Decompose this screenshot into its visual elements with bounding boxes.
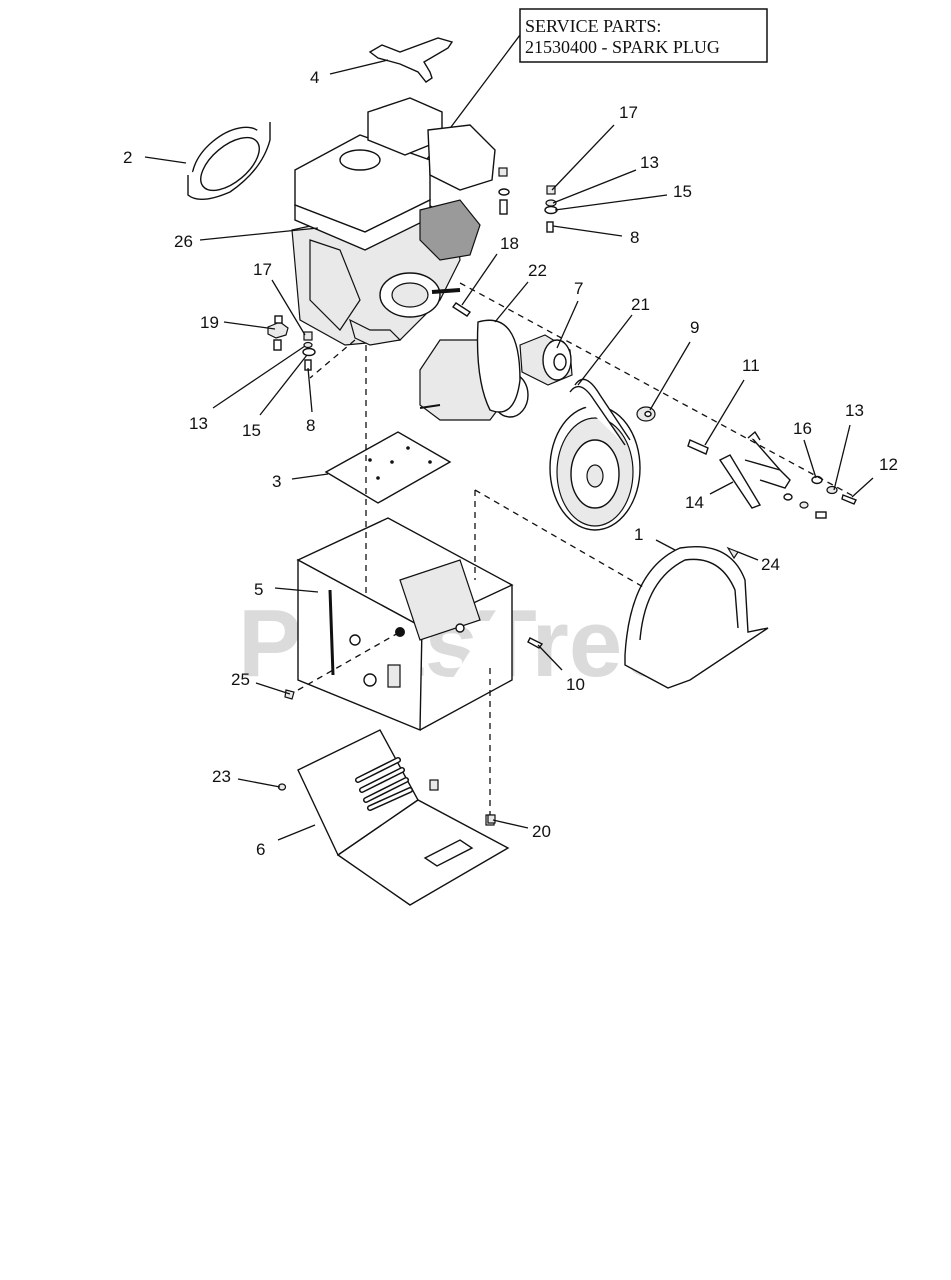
engine-hardware-right [498,167,510,215]
part-4-bracket [368,37,454,83]
callout-12: 12 [879,455,898,474]
callout-11: 11 [742,356,760,375]
callout-3: 3 [272,472,281,491]
part-9-spacer [636,406,656,422]
callout-18: 18 [500,234,519,253]
callout-22: 22 [528,261,547,280]
callout-15-upper: 15 [673,182,692,201]
callout-13-left: 13 [189,414,208,433]
service-parts-spark-plug: 21530400 - SPARK PLUG [525,37,720,57]
part-18-key [451,302,472,317]
callout-8-left: 8 [306,416,315,435]
callout-5: 5 [254,580,263,599]
callout-8-upper: 8 [630,228,639,247]
part-3-plate [324,431,452,504]
assembly-lines [297,282,856,815]
part-1-belt-cover [624,546,769,689]
service-parts-title: SERVICE PARTS: [525,16,661,36]
callout-labels: 4 2 26 17 13 15 8 18 22 7 21 9 11 16 13 … [123,68,898,859]
part-26-engine [291,97,496,346]
callout-9: 9 [690,318,699,337]
callout-4: 4 [310,68,319,87]
callout-21: 21 [631,295,650,314]
callout-25: 25 [231,670,250,689]
part-2-ring [187,122,271,200]
callout-10: 10 [566,675,585,694]
leader-lines [144,59,874,841]
part-11-bolt [687,439,709,455]
callout-13-right: 13 [845,401,864,420]
callout-7: 7 [574,279,583,298]
callout-17-upper: 17 [619,103,638,122]
callout-16: 16 [793,419,812,438]
callout-23: 23 [212,767,231,786]
part-22-transmission-belt [419,319,529,421]
service-parts-box: SERVICE PARTS: 21530400 - SPARK PLUG [414,8,768,176]
hardware-left [267,315,316,371]
hardware-idler [783,475,857,519]
callout-13-upper: 13 [640,153,659,172]
callout-24: 24 [761,555,780,574]
callout-17-left: 17 [253,260,272,279]
part-21-belt-pulley [549,378,641,531]
callout-15-left: 15 [242,421,261,440]
callout-26: 26 [174,232,193,251]
part-5-frame [296,517,514,732]
part-7-pulley [519,334,573,386]
callout-6: 6 [256,840,265,859]
callout-1: 1 [634,525,643,544]
part-14-idler-bracket [718,430,791,509]
hardware-upper-right [544,185,558,233]
callout-2: 2 [123,148,132,167]
callout-14: 14 [685,493,704,512]
part-6-bottom-cover [297,729,510,906]
callout-19: 19 [200,313,219,332]
callout-20: 20 [532,822,551,841]
